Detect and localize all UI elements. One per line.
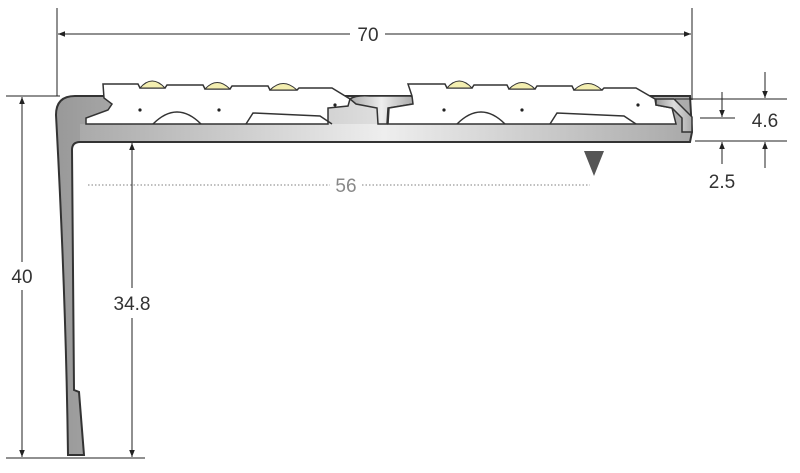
dim-insert-depth: 4.6 [752, 111, 778, 132]
dim-tread-width: 56 [335, 176, 356, 197]
dim-width-total: 70 [357, 25, 378, 46]
edge-marker-triangle-icon [584, 151, 604, 176]
grip-strip [138, 80, 167, 89]
dim-height-total: 40 [11, 267, 32, 288]
dim-plate-thickness: 2.5 [709, 172, 735, 193]
grip-strip [445, 80, 474, 89]
insert-left [85, 80, 351, 125]
metal-profile [54, 95, 694, 456]
dimension-lines [6, 8, 787, 459]
insert-right [387, 80, 677, 125]
grip-strip [572, 83, 604, 91]
grip-strip [203, 82, 232, 90]
dim-leg-height: 34.8 [114, 294, 151, 315]
grip-strip [507, 82, 537, 90]
front-lip [655, 98, 693, 133]
grip-strip [268, 83, 299, 91]
top-plate [80, 124, 688, 141]
